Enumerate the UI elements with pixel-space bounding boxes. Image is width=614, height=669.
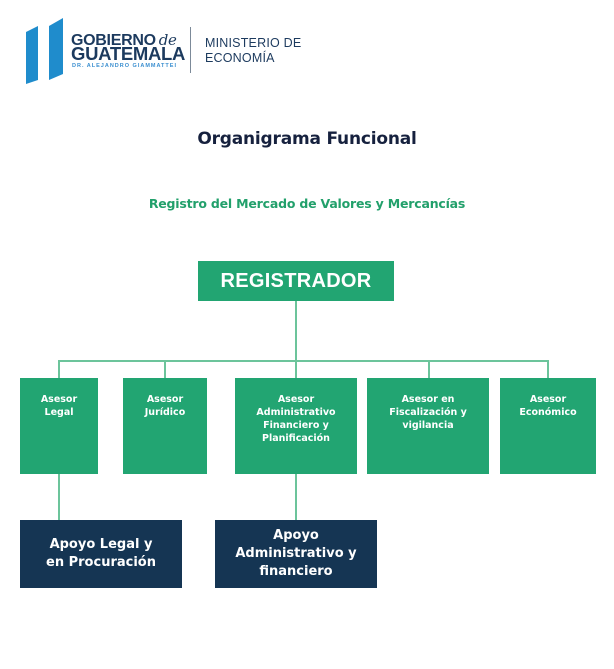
ministry-line-2: ECONOMÍA bbox=[205, 51, 275, 65]
connector-to-asesor-administrativo bbox=[295, 360, 297, 378]
org-node-apoyo-administrativo: Apoyo Administrativo y financiero bbox=[215, 520, 377, 588]
connector-root-down bbox=[295, 301, 297, 361]
org-node-label: Apoyo Legal y en Procuración bbox=[46, 537, 156, 570]
org-node-registrador: REGISTRADOR bbox=[198, 261, 394, 301]
page-title: Organigrama Funcional bbox=[197, 129, 417, 149]
connector-to-apoyo-administrativo bbox=[295, 474, 297, 520]
org-node-asesor-economico: Asesor Económico bbox=[500, 378, 596, 474]
org-node-asesor-fiscalizacion: Asesor en Fiscalización y vigilancia bbox=[367, 378, 489, 474]
org-node-label: Asesor Económico bbox=[519, 394, 577, 418]
org-node-asesor-juridico: Asesor Jurídico bbox=[123, 378, 207, 474]
org-node-asesor-legal: Asesor Legal bbox=[20, 378, 98, 474]
org-node-asesor-administrativo: Asesor Administrativo Financiero y Plani… bbox=[235, 378, 357, 474]
gobierno-word: GOBIERNO bbox=[71, 32, 156, 49]
logo-text-guatemala: GUATEMALA bbox=[71, 43, 186, 64]
page-subtitle: Registro del Mercado de Valores y Mercan… bbox=[148, 196, 466, 211]
org-node-label: Apoyo Administrativo y financiero bbox=[235, 528, 357, 579]
connector-to-asesor-juridico bbox=[164, 360, 166, 378]
org-node-label: Asesor Legal bbox=[40, 394, 78, 418]
ministry-name: MINISTERIO DE ECONOMÍA bbox=[205, 36, 301, 66]
connector-to-apoyo-legal bbox=[58, 474, 60, 520]
connector-to-asesor-legal bbox=[58, 360, 60, 378]
de-word: de bbox=[158, 31, 177, 49]
connector-to-asesor-fiscalizacion bbox=[428, 360, 430, 378]
ministry-line-1: MINISTERIO DE bbox=[205, 36, 302, 50]
org-node-label: Asesor Administrativo Financiero y Plani… bbox=[256, 394, 336, 444]
org-node-label: Asesor en Fiscalización y vigilancia bbox=[389, 394, 467, 431]
connector-to-asesor-economico bbox=[547, 360, 549, 378]
org-node-apoyo-legal: Apoyo Legal y en Procuración bbox=[20, 520, 182, 588]
org-node-label: REGISTRADOR bbox=[220, 269, 372, 292]
gobierno-guatemala-logo-icon bbox=[26, 18, 66, 84]
org-node-label: Asesor Jurídico bbox=[144, 394, 186, 418]
header-divider bbox=[190, 27, 191, 73]
logo-text-president: DR. ALEJANDRO GIAMMATTEI bbox=[72, 63, 177, 69]
connector-horizontal-bus bbox=[58, 360, 549, 362]
